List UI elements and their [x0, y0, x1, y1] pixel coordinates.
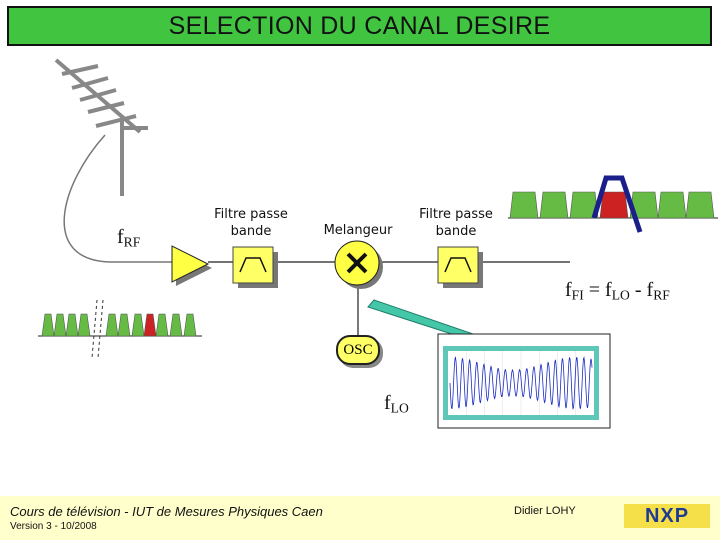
nxp-logo: NXP: [624, 504, 710, 528]
antenna-cable: [63, 134, 172, 263]
channel: [65, 313, 79, 337]
channel: [657, 191, 687, 219]
rf-frequency-label: fRF: [117, 226, 141, 250]
version-text: Version 3 - 10/2008: [10, 521, 97, 532]
selected-channel: [599, 191, 629, 219]
channel: [155, 313, 169, 337]
channel: [169, 313, 183, 337]
channel: [569, 191, 599, 219]
title-bar: SELECTION DU CANAL DESIRE: [7, 6, 712, 46]
channel: [117, 313, 131, 337]
channel: [539, 191, 569, 219]
channel: [41, 313, 55, 337]
mixer-label: Melangeur: [323, 223, 393, 238]
lo-frequency-label: fLO: [384, 392, 409, 416]
bandpass-filter-1-icon: [232, 246, 278, 288]
input-spectrum: [38, 299, 202, 359]
bandpass-filter-2-icon: [437, 246, 483, 288]
channel: [685, 191, 715, 219]
channel: [105, 313, 119, 337]
filter-2-label: Filtre passe bande: [419, 207, 493, 239]
oscilloscope-display: [437, 333, 611, 429]
filter-1-label: Filtre passe bande: [214, 207, 288, 239]
footer: Cours de télévision - IUT de Mesures Phy…: [0, 496, 720, 540]
mixer-icon: [334, 240, 383, 289]
oscillator-block: OSC: [336, 335, 380, 365]
oscillator-label: OSC: [343, 341, 373, 358]
channel: [53, 313, 67, 337]
amplifier-icon: [171, 245, 212, 286]
page-title: SELECTION DU CANAL DESIRE: [168, 11, 551, 40]
antenna-icon: [54, 58, 148, 196]
fi-frequency-label: fFI = fLO - fRF: [565, 279, 670, 303]
channel: [509, 191, 539, 219]
output-spectrum: [508, 175, 718, 233]
channel: [131, 313, 145, 337]
course-title: Cours de télévision - IUT de Mesures Phy…: [10, 504, 323, 519]
selection-filter-shape: [591, 175, 643, 233]
author-name: Didier LOHY: [514, 505, 576, 517]
channel: [77, 313, 91, 337]
selected-channel: [143, 313, 157, 337]
channel: [183, 313, 197, 337]
